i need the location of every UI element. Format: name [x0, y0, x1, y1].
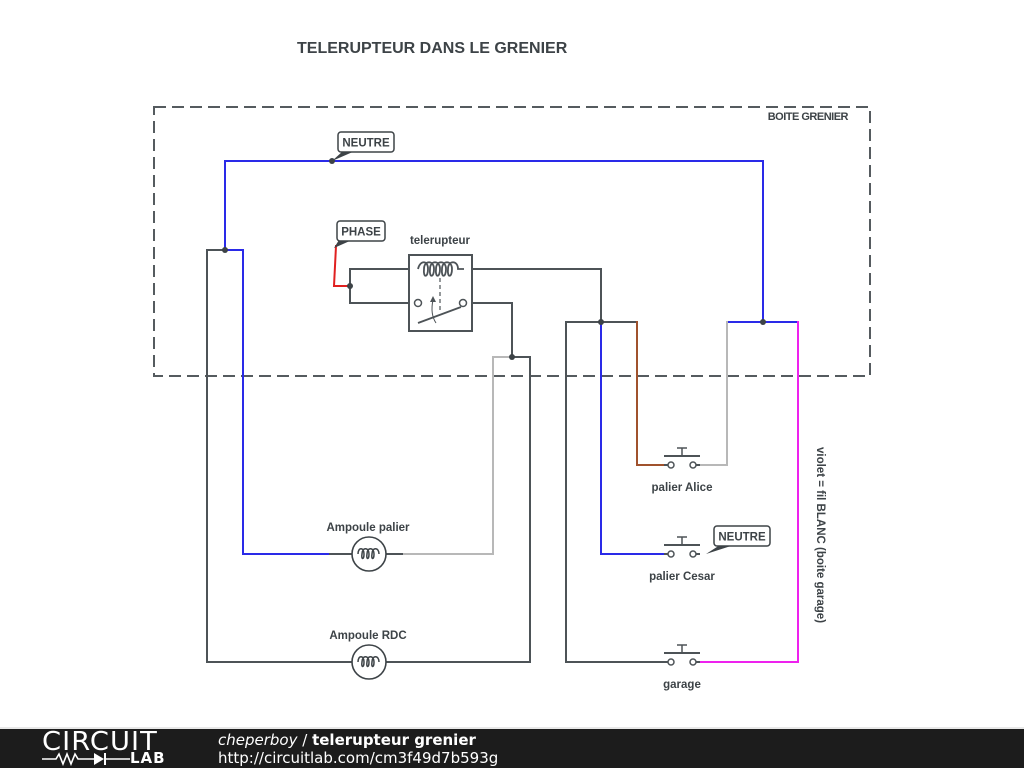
attic-box-outline	[153, 106, 871, 377]
tag-neutre-cesar-text: NEUTRE	[718, 532, 766, 544]
label-switch-alice: palier Alice	[652, 482, 713, 494]
grey-wire-alice	[699, 321, 728, 466]
wire-switch-output	[468, 302, 513, 358]
relay-contact-left	[413, 298, 423, 308]
relay-contact-right	[458, 298, 468, 308]
neutral-wire-top	[224, 160, 764, 323]
junction-dot	[222, 247, 228, 253]
violet-wire-garage	[699, 321, 799, 663]
diagram-title: TELERUPTEUR DANS LE GRENIER	[297, 40, 568, 57]
phase-wire	[332, 244, 351, 287]
wire-coil-in	[349, 268, 419, 287]
label-switch-garage: garage	[663, 679, 701, 691]
net-tag-phase: PHASE	[334, 220, 386, 248]
resistor-diode-icon	[42, 751, 130, 767]
net-tag-neutre-cesar: NEUTRE	[706, 525, 771, 554]
junction-dot	[347, 283, 353, 289]
tag-neutre-top-text: NEUTRE	[342, 138, 390, 150]
lamp-filament-icon	[357, 548, 380, 560]
grey-wire-lamp-palier	[403, 356, 513, 555]
circuit-name[interactable]: telerupteur grenier	[312, 731, 476, 749]
wire-contact-in	[349, 285, 411, 304]
wire-garage-left	[565, 321, 665, 663]
label-telerupteur: telerupteur	[410, 235, 471, 247]
junction-dot	[598, 319, 604, 325]
circuit-credit: cheperboy / telerupteur grenier	[218, 731, 476, 749]
relay-arrowhead-icon	[430, 296, 436, 302]
junction-dot	[760, 319, 766, 325]
neutral-wire-lamp-palier	[224, 249, 331, 555]
wire-coil-out	[463, 268, 602, 323]
attic-box-label: BOITE GRENIER	[768, 111, 849, 123]
wire-rdc-right	[385, 356, 531, 663]
pushbutton-cesar	[664, 536, 700, 558]
logo-circuit-text: CIRCUIT	[42, 727, 158, 757]
relay-switch-blade	[417, 306, 462, 324]
footer-bar: CIRCUIT LAB cheperboy / telerupteur gren…	[0, 729, 1024, 768]
pushbutton-garage	[664, 644, 700, 666]
credit-separator: /	[297, 731, 313, 749]
lamp-rdc	[351, 644, 387, 680]
relay-coil-icon	[417, 261, 464, 277]
logo-lab-text: LAB	[130, 749, 166, 767]
pushbutton-alice	[664, 447, 700, 469]
circuit-url[interactable]: http://circuitlab.com/cm3f49d7b593g	[218, 749, 499, 767]
violet-wire-note: violet = fil BLANC (boite garage)	[814, 447, 826, 623]
lamp-palier	[351, 536, 387, 572]
footer-divider	[0, 727, 1024, 729]
relay-arrow-icon	[431, 299, 437, 324]
author-link[interactable]: cheperboy	[218, 731, 298, 749]
net-tag-neutre-top: NEUTRE	[332, 131, 395, 161]
schematic-canvas: TELERUPTEUR DANS LE GRENIER BOITE GRENIE…	[153, 40, 871, 691]
label-switch-cesar: palier Cesar	[649, 571, 715, 583]
lamp-filament-icon	[357, 656, 380, 668]
neutral-wire-cesar	[600, 321, 665, 555]
label-lamp-palier: Ampoule palier	[326, 522, 410, 534]
tag-phase-text: PHASE	[341, 227, 381, 239]
telerupteur-relay	[408, 254, 473, 332]
brown-wire-alice	[636, 321, 665, 466]
wire-rdc-left	[206, 249, 353, 663]
label-lamp-rdc: Ampoule RDC	[329, 630, 406, 642]
circuitlab-logo[interactable]: CIRCUIT LAB	[42, 729, 177, 768]
junction-dot	[509, 354, 515, 360]
